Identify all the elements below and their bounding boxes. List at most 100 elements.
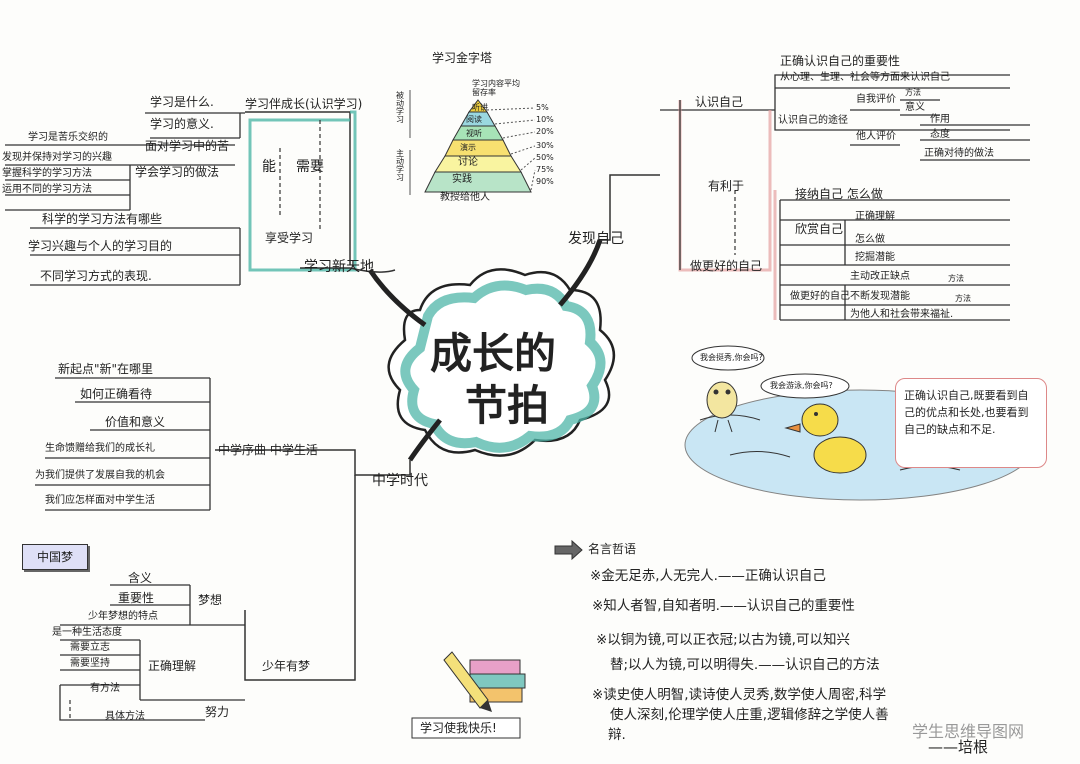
self-know: 认识自己 — [695, 95, 744, 109]
pyramid-rate-2: 10% — [536, 115, 554, 124]
study-face: 面对学习中的苦 — [145, 139, 230, 153]
study-use: 运用不同的学习方法 — [2, 184, 92, 195]
self-method-2: 方法 — [948, 274, 964, 283]
dream-has-method: 有方法 — [90, 683, 120, 694]
dream-attitude: 是一种生活态度 — [52, 627, 122, 638]
quote-3a: ※以铜为镜,可以正衣冠;以古为镜,可以知兴 — [596, 632, 850, 648]
china-dream-label: 中国梦 — [36, 550, 73, 564]
dream-need-keep: 需要坚持 — [70, 658, 110, 669]
pencil-books-icon — [443, 651, 526, 712]
pyramid-rate-6: 75% — [536, 165, 554, 174]
self-ways: 认识自己的途径 — [778, 115, 848, 126]
study-interest: 学习兴趣与个人的学习目的 — [28, 239, 173, 253]
study-accompany: 学习伴成长(认识学习) — [245, 97, 363, 111]
branch-self: 发现自己 — [568, 231, 624, 247]
quote-4a: ※读史使人明智,读诗使人灵秀,数学使人周密,科学 — [592, 687, 887, 703]
self-right: 正确对待的做法 — [924, 148, 994, 159]
self-tap: 不断发现潜能 — [850, 291, 910, 302]
dream-important: 重要性 — [118, 591, 155, 605]
self-note: 正确认识自己,既要看到自己的优点和长处,也要看到自己的缺点和不足. — [904, 389, 1029, 437]
study-grasp: 掌握科学的学习方法 — [2, 168, 92, 179]
branch-study: 学习新天地 — [304, 259, 374, 275]
pyramid-rate-3: 20% — [536, 127, 554, 136]
self-note-box: 正确认识自己,既要看到自己的优点和长处,也要看到自己的缺点和不足. — [895, 378, 1047, 468]
self-importance: 正确认识自己的重要性 — [780, 54, 901, 68]
pyramid-passive: 被动学习 — [396, 91, 404, 124]
pyramid-rate-5: 50% — [536, 153, 554, 162]
study-meaning: 学习的意义. — [150, 117, 214, 131]
dream-specific: 具体方法 — [105, 711, 145, 722]
pyramid-level-4: 演示 — [460, 143, 476, 152]
middle-value: 价值和意义 — [105, 415, 166, 429]
pyramid-level-3: 视听 — [466, 129, 482, 138]
self-build: 做更好的自己 — [790, 291, 850, 302]
bird-speech: 我会挺秀,你会吗? — [700, 353, 763, 362]
self-evaluation: 自我评价 — [856, 94, 896, 105]
study-enjoy: 享受学习 — [265, 231, 314, 245]
self-helpful: 有利于 — [708, 179, 745, 193]
duck-icon — [784, 403, 867, 474]
self-method: 方法 — [905, 88, 921, 97]
middle-where: 新起点"新"在哪里 — [58, 362, 154, 376]
middle-gift: 生命馈赠给我们的成长礼 — [45, 443, 155, 454]
pyramid-title: 学习金字塔 — [432, 51, 493, 65]
dream-need-set: 需要立志 — [70, 642, 110, 653]
dream-content: 含义 — [128, 571, 153, 585]
middle-how-treat: 如何正确看待 — [80, 387, 153, 401]
pyramid-rate-7: 90% — [536, 177, 554, 186]
quote-2: ※知人者智,自知者明.——认识自己的重要性 — [592, 598, 855, 614]
book-caption: 学习使我快乐! — [420, 721, 497, 735]
self-others-eval: 他人评价 — [856, 131, 896, 142]
dream-youth: 少年梦想的特点 — [88, 611, 158, 622]
study-happy-chain: 学习是苦乐交织的 — [28, 132, 108, 143]
middle-provides: 为我们提供了发展自我的机会 — [35, 470, 165, 481]
self-active: 主动改正缺点 — [850, 271, 910, 282]
quotes-header: 名言哲语 — [588, 542, 637, 556]
quotes-arrow-icon — [554, 539, 583, 561]
duck-speech: 我会游泳,你会吗? — [770, 381, 833, 390]
self-attitude: 态度 — [930, 129, 950, 140]
branch-dream: 少年有梦 — [262, 659, 311, 673]
study-what: 学习是什么. — [150, 95, 214, 109]
self-accept: 接纳自己 怎么做 — [795, 187, 883, 201]
study-ability: 能 — [262, 159, 276, 175]
study-methods: 科学的学习方法有哪些 — [42, 212, 163, 226]
self-contribute: 为他人和社会带来福祉. — [850, 309, 954, 320]
self-potential: 挖掘潜能 — [855, 252, 895, 263]
dream-right-understand: 正确理解 — [148, 659, 197, 673]
self-effect: 作用 — [930, 114, 950, 125]
learning-pyramid — [424, 99, 536, 193]
self-better: 做更好的自己 — [690, 259, 763, 273]
center-title-line1: 成长的 — [430, 329, 557, 378]
study-styles: 不同学习方式的表现. — [40, 269, 152, 283]
quote-4b: 使人深刻,伦理学使人庄重,逻辑修辞之学使人善 — [610, 707, 889, 723]
quote-4c: 辩. — [608, 727, 626, 743]
watermark: 学生思维导图网 — [912, 722, 1025, 741]
pyramid-active: 主动学习 — [396, 149, 404, 182]
pyramid-level-6: 实践 — [452, 174, 472, 185]
quote-author: ——培根 — [928, 738, 989, 756]
study-learn-to-learn: 学会学习的做法 — [135, 165, 220, 179]
middle-how-face: 我们应怎样面对中学生活 — [45, 495, 155, 506]
quote-1: ※金无足赤,人无完人.——正确认识自己 — [590, 568, 826, 584]
center-title-line2: 节拍 — [465, 381, 550, 430]
self-method-3: 方法 — [955, 294, 971, 303]
pyramid-level-1: 听讲 — [472, 103, 488, 112]
self-correct: 正确理解 — [855, 211, 895, 222]
self-aspects: 从心理、生理、社会等方面来认识自己 — [780, 72, 950, 83]
pyramid-note: 学习内容平均留存率 — [472, 79, 520, 97]
pyramid-rate-4: 30% — [536, 141, 554, 150]
pyramid-level-5: 讨论 — [458, 157, 478, 168]
china-dream-tag: 中国梦 — [22, 544, 88, 570]
dream-dream: 梦想 — [198, 593, 223, 607]
branch-middle: 中学时代 — [372, 473, 428, 489]
dream-effort: 努力 — [205, 705, 230, 719]
quote-3b: 替;以人为镜,可以明得失.——认识自己的方法 — [610, 657, 880, 673]
pyramid-level-2: 阅读 — [466, 115, 482, 124]
pyramid-rate-1: 5% — [536, 103, 549, 112]
bird-icon — [706, 381, 738, 433]
study-keep: 发现并保持对学习的兴趣 — [2, 152, 112, 163]
study-need: 需要 — [296, 159, 324, 175]
self-meaning: 意义 — [905, 102, 925, 113]
